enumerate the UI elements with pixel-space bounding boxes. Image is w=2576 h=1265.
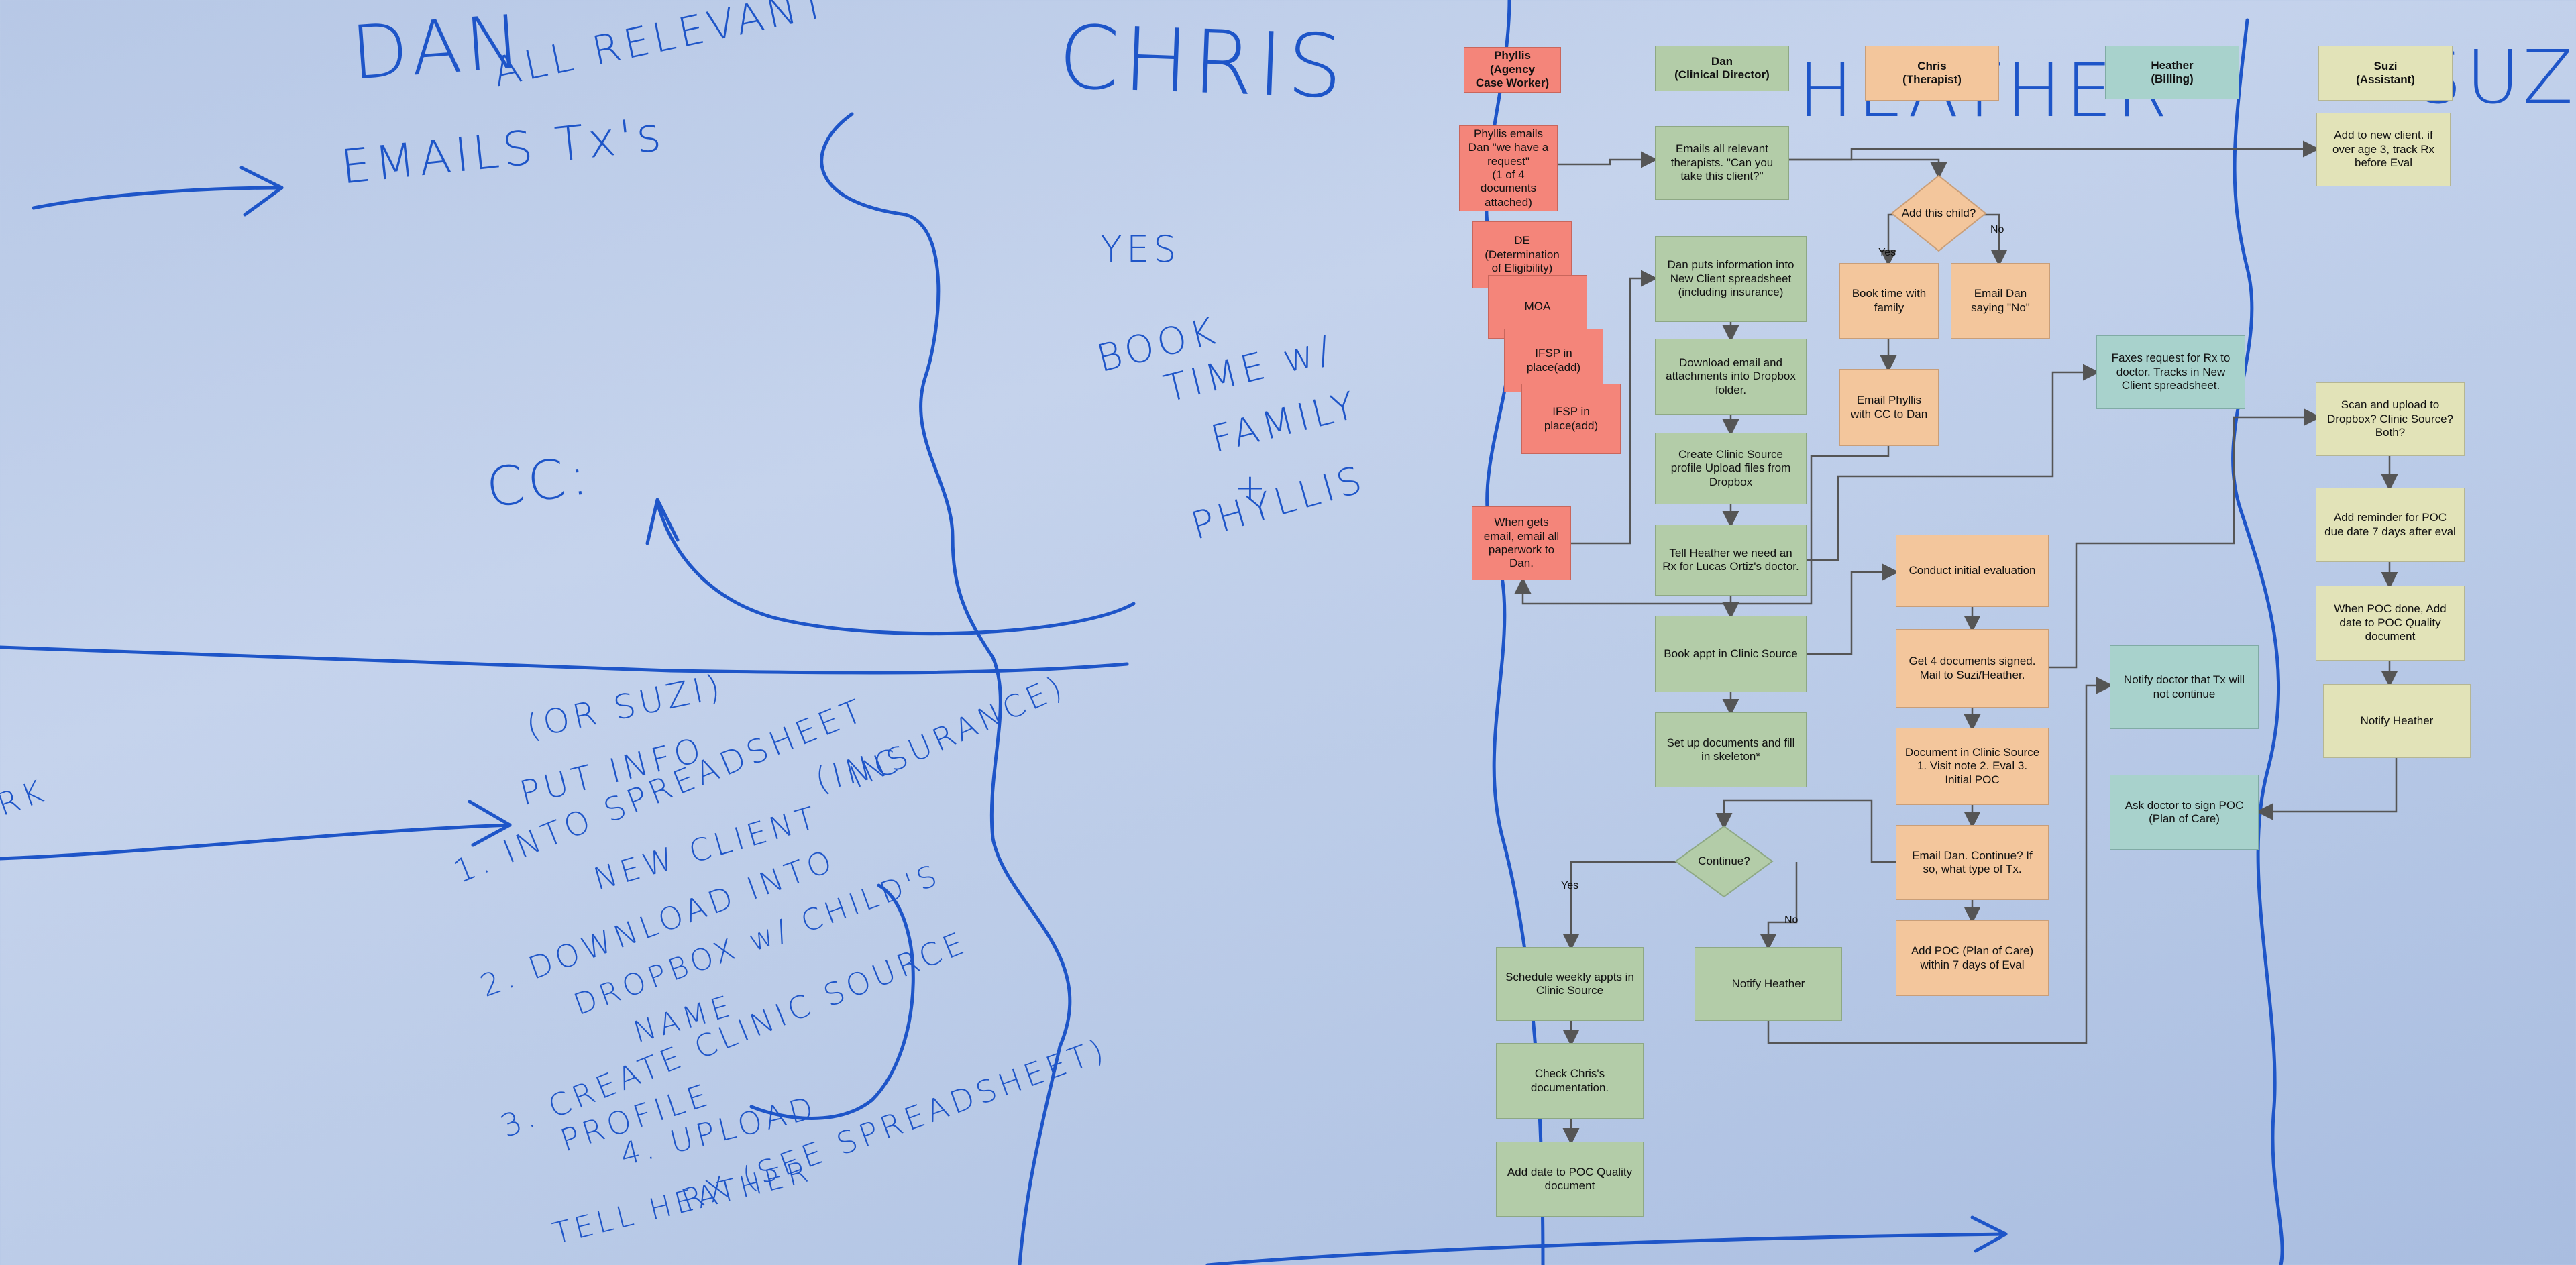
- node-dan-download: Download email and attachments into Drop…: [1655, 339, 1807, 415]
- lane-header-phyllis: Phyllis (Agency Case Worker): [1464, 47, 1561, 93]
- sketch-arrowhead-top: [239, 166, 284, 217]
- node-dan-book: Book appt in Clinic Source: [1655, 616, 1807, 692]
- node-doc-ifsp2: IFSP in place(add): [1521, 384, 1621, 454]
- label-continue-no: No: [1784, 914, 1799, 926]
- lane-header-dan: Dan (Clinical Director): [1655, 46, 1789, 91]
- sketch-wavy-line-3: [2231, 18, 2284, 1265]
- label-add-child-no: No: [1990, 224, 2004, 235]
- label-continue-yes: Yes: [1561, 880, 1579, 891]
- edge-d1-diamond: [1788, 158, 1947, 179]
- edge-dnotify-hnotify: [1767, 677, 2113, 1044]
- edge-pwhen-d2: [1571, 270, 1658, 545]
- node-dan-create: Create Clinic Source profile Upload file…: [1655, 433, 1807, 504]
- edge-cemail-pwhen: [1514, 446, 1890, 605]
- label-add-child: Add this child?: [1901, 207, 1976, 219]
- sketch-arrow-top: [32, 186, 284, 210]
- edge-d5-hfax: [1788, 364, 2100, 561]
- node-chris-no: Email Dan saying "No": [1951, 263, 2050, 339]
- node-chris-book: Book time with family: [1839, 263, 1939, 339]
- node-doc-moa: MOA: [1488, 275, 1587, 339]
- node-suzi-when-poc: When POC done, Add date to POC Quality d…: [2316, 586, 2465, 661]
- edge-d1-s1: [1788, 140, 2320, 161]
- sketch-arrowhead-bottom: [1970, 1215, 2008, 1253]
- node-chris-get4: Get 4 documents signed. Mail to Suzi/Hea…: [1896, 629, 2049, 708]
- edge-cemaildan-continue: [1715, 799, 1896, 863]
- lane-header-chris: Chris (Therapist): [1865, 46, 1999, 101]
- label-continue: Continue?: [1698, 855, 1750, 867]
- node-dan-spreadsheet: Dan puts information into New Client spr…: [1655, 236, 1807, 322]
- node-dan-setup: Set up documents and fill in skeleton*: [1655, 712, 1807, 787]
- node-suzi-notify-heather: Notify Heather: [2323, 684, 2471, 758]
- sketch-bracket: [749, 883, 915, 1120]
- edge-d6-ceval: [1807, 563, 1899, 655]
- label-add-child-yes: Yes: [1878, 247, 1896, 258]
- sketch-arrow-list: [0, 823, 512, 861]
- sketch-curved-arrow: [655, 501, 1136, 636]
- sketch-arrowhead-list: [468, 800, 512, 847]
- lane-header-heather: Heather (Billing): [2105, 46, 2239, 99]
- edge-cget4-sscan: [2049, 408, 2321, 669]
- node-dan-add-date: Add date to POC Quality document: [1496, 1142, 1644, 1217]
- sketch-horizontal-line: [0, 645, 1129, 675]
- decision-continue: [1674, 825, 1774, 898]
- node-chris-email-phyllis: Email Phyllis with CC to Dan: [1839, 369, 1939, 446]
- node-suzi-add: Add to new client. if over age 3, track …: [2316, 113, 2451, 186]
- sketch-arrow-bottom: [1205, 1232, 2008, 1265]
- sketch-wavy-line-1: [820, 112, 1072, 1265]
- node-phyllis-when: When gets email, email all paperwork to …: [1472, 506, 1571, 580]
- node-chris-email-dan: Email Dan. Continue? If so, what type of…: [1896, 825, 2049, 900]
- node-heather-ask-doctor: Ask doctor to sign POC (Plan of Care): [2110, 775, 2259, 850]
- edge-continue-no: [1760, 862, 1798, 950]
- edge-continue-yes: [1562, 861, 1676, 950]
- node-heather-fax: Faxes request for Rx to doctor. Tracks i…: [2096, 335, 2245, 409]
- decision-add-child: [1890, 174, 1987, 252]
- sketch-curved-arrowhead: [645, 498, 680, 545]
- node-dan-check: Check Chris's documentation.: [1496, 1043, 1644, 1119]
- hw-plus: +: [1234, 466, 1270, 510]
- node-dan-notify-heather: Notify Heather: [1695, 947, 1842, 1021]
- node-chris-add-poc: Add POC (Plan of Care) within 7 days of …: [1896, 920, 2049, 996]
- lane-header-suzi: Suzi (Assistant): [2318, 46, 2453, 101]
- node-chris-document: Document in Clinic Source 1. Visit note …: [1896, 728, 2049, 805]
- node-suzi-reminder: Add reminder for POC due date 7 days aft…: [2316, 488, 2465, 562]
- node-phyllis-emails: Phyllis emails Dan "we have a request" (…: [1459, 125, 1558, 211]
- node-heather-notify-doctor: Notify doctor that Tx will not continue: [2110, 645, 2259, 729]
- edge-snotify-hask: [2256, 758, 2398, 820]
- node-dan-emails: Emails all relevant therapists. "Can you…: [1655, 126, 1789, 200]
- node-dan-schedule: Schedule weekly appts in Clinic Source: [1496, 947, 1644, 1021]
- hw-yes: YES: [1100, 228, 1181, 270]
- node-doc-ifsp1: IFSP in place(add): [1504, 329, 1603, 392]
- node-chris-eval: Conduct initial evaluation: [1896, 535, 2049, 607]
- node-dan-tell-heather: Tell Heather we need an Rx for Lucas Ort…: [1655, 525, 1807, 596]
- node-suzi-scan: Scan and upload to Dropbox? Clinic Sourc…: [2316, 382, 2465, 456]
- edge-p1-d1: [1558, 151, 1658, 168]
